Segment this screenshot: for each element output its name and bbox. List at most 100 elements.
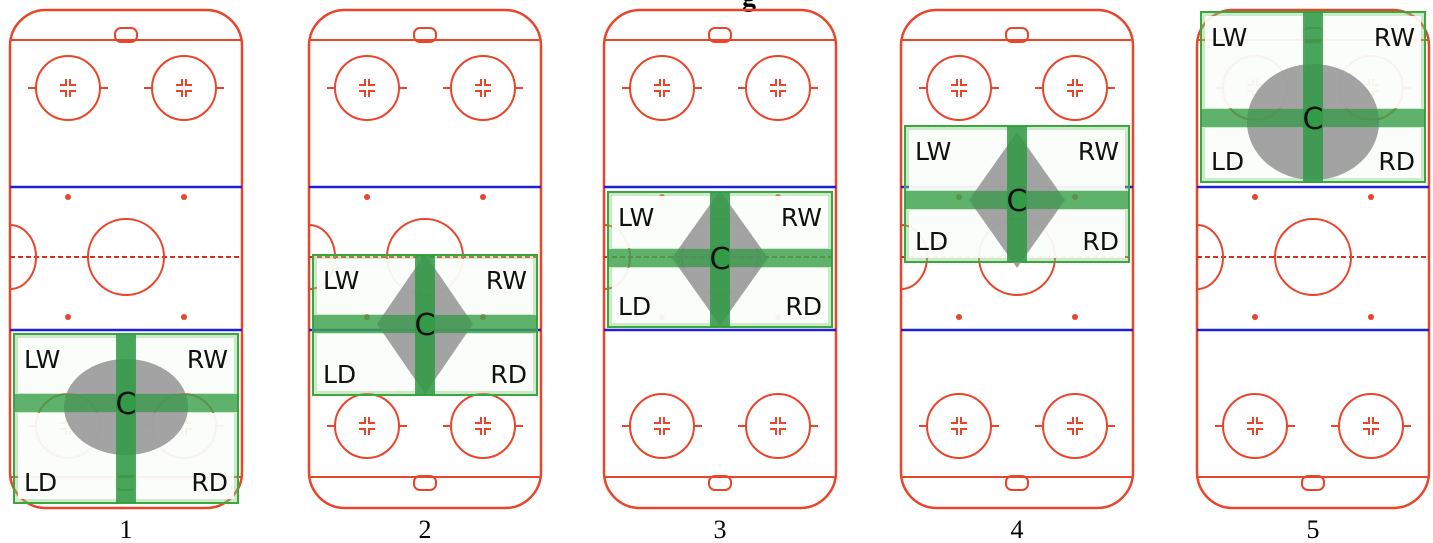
panel-caption: 1 — [120, 515, 133, 543]
faceoff-spot-marker — [1067, 79, 1083, 97]
label-lw: LW — [323, 266, 359, 295]
center-cross-vertical — [1303, 12, 1323, 182]
faceoff-circle — [1338, 393, 1404, 459]
neutral-faceoff-dot — [181, 194, 187, 200]
neutral-faceoff-dot — [1368, 314, 1374, 320]
neutral-faceoff-dot — [1072, 314, 1078, 320]
panel-caption: 2 — [419, 515, 432, 543]
neutral-faceoff-dot — [480, 194, 486, 200]
panel-caption: 3 — [714, 515, 727, 543]
label-rd: RD — [490, 360, 527, 389]
label-c: C — [1007, 184, 1028, 219]
faceoff-circle — [450, 55, 516, 121]
neutral-faceoff-dot — [956, 314, 962, 320]
label-ld: LD — [1211, 147, 1244, 176]
label-rw: RW — [1078, 137, 1119, 166]
label-rd: RD — [785, 292, 822, 321]
faceoff-spot-marker — [1067, 417, 1083, 435]
label-ld: LD — [618, 292, 651, 321]
label-c: C — [1303, 102, 1324, 137]
faceoff-spot-marker — [1363, 417, 1379, 435]
faceoff-spot-marker — [770, 417, 786, 435]
label-lw: LW — [618, 203, 654, 232]
coverage-zone: LW RW LD RD C — [1200, 11, 1426, 183]
label-lw: LW — [915, 137, 951, 166]
rink-panel-4: LW RW LD RD C 4 — [899, 8, 1135, 543]
label-rw: RW — [486, 266, 527, 295]
faceoff-spot-marker — [475, 79, 491, 97]
rink-outline — [1195, 8, 1431, 510]
goal-net-bottom — [708, 475, 732, 491]
label-rw: RW — [187, 345, 228, 374]
panel-caption: 4 — [1011, 515, 1024, 543]
faceoff-circle — [745, 393, 811, 459]
neutral-faceoff-dot — [65, 194, 71, 200]
rink-outline — [307, 8, 543, 510]
faceoff-spot-marker — [1247, 417, 1263, 435]
faceoff-circle — [629, 393, 695, 459]
coverage-zone: LW RW LD RD C — [13, 333, 239, 504]
label-rw: RW — [781, 203, 822, 232]
neutral-faceoff-dot — [1368, 194, 1374, 200]
faceoff-spot-marker — [359, 79, 375, 97]
goal-net-top — [114, 27, 138, 43]
coverage-zone: LW RW LD RD C — [607, 190, 833, 328]
center-cross-horizontal — [1201, 109, 1425, 127]
faceoff-spot-marker — [654, 79, 670, 97]
neutral-faceoff-dot — [364, 194, 370, 200]
rink-outline — [8, 8, 244, 510]
coverage-zone: LW RW LD RD C — [904, 125, 1130, 268]
faceoff-spot-marker — [951, 417, 967, 435]
goal-net-top — [1005, 27, 1029, 43]
panel-caption: 5 — [1307, 515, 1320, 543]
referee-crease — [9, 224, 37, 290]
center-cross-horizontal — [905, 191, 1129, 209]
label-ld: LD — [24, 468, 57, 497]
faceoff-circle — [926, 393, 992, 459]
label-lw: LW — [24, 345, 60, 374]
label-c: C — [415, 308, 436, 343]
panels: LW RW LD RD C 1 LW RW LD RD C 2 LW RW LD RD C 3 LW RW LD RD C 4… — [8, 8, 1431, 543]
faceoff-spot-marker — [654, 417, 670, 435]
rink-outline — [899, 8, 1135, 510]
center-cross-horizontal — [608, 249, 832, 267]
label-lw: LW — [1211, 23, 1247, 52]
neutral-faceoff-dot — [1252, 314, 1258, 320]
faceoff-circle — [1042, 55, 1108, 121]
rink-panel-1: LW RW LD RD C 1 — [8, 8, 244, 543]
label-rd: RD — [1378, 147, 1415, 176]
faceoff-circle — [450, 393, 516, 459]
faceoff-circle — [926, 55, 992, 121]
goal-net-bottom — [413, 475, 437, 491]
center-cross-horizontal — [14, 394, 238, 412]
goal-net-top — [413, 27, 437, 43]
goal-net-bottom — [1005, 475, 1029, 491]
faceoff-circle — [151, 55, 217, 121]
rink-panel-3: LW RW LD RD C 3 — [602, 8, 838, 543]
faceoff-spot-marker — [951, 79, 967, 97]
label-rw: RW — [1374, 23, 1415, 52]
faceoff-spot-marker — [770, 79, 786, 97]
neutral-faceoff-dot — [65, 314, 71, 320]
center-cross-horizontal — [313, 315, 537, 333]
faceoff-spot-marker — [475, 417, 491, 435]
label-ld: LD — [323, 360, 356, 389]
faceoff-circle — [334, 393, 400, 459]
label-rd: RD — [191, 468, 228, 497]
label-rd: RD — [1082, 227, 1119, 256]
center-circle — [87, 218, 165, 296]
faceoff-spot-marker — [60, 79, 76, 97]
goal-net-top — [708, 27, 732, 43]
goal-net-bottom — [1301, 475, 1325, 491]
referee-crease — [1196, 224, 1224, 290]
center-cross-vertical — [116, 334, 136, 503]
label-ld: LD — [915, 227, 948, 256]
faceoff-circle — [35, 55, 101, 121]
faceoff-circle — [745, 55, 811, 121]
neutral-faceoff-dot — [1252, 194, 1258, 200]
label-c: C — [116, 387, 137, 422]
neutral-faceoff-dot — [181, 314, 187, 320]
label-c: C — [710, 242, 731, 277]
faceoff-spot-marker — [359, 417, 375, 435]
